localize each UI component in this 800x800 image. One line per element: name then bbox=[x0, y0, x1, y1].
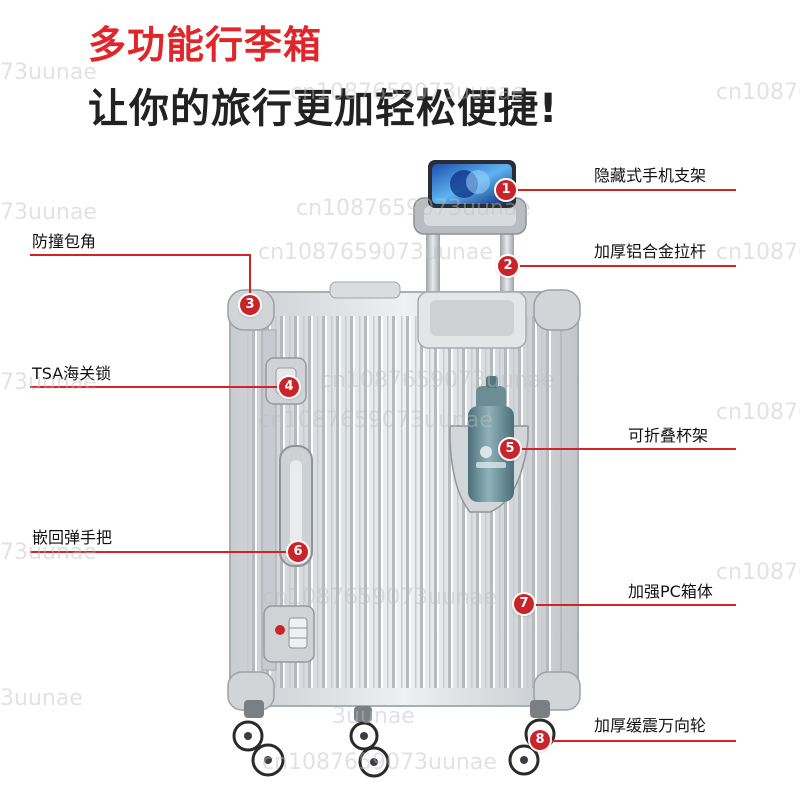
feature-label-4: TSA海关锁 bbox=[32, 364, 112, 383]
feature-label-5: 可折叠杯架 bbox=[628, 426, 709, 445]
callout-line-5 bbox=[520, 448, 736, 450]
callout-line-2 bbox=[518, 265, 736, 267]
feature-badge-3: 3 bbox=[240, 295, 260, 315]
feature-label-6: 嵌回弹手把 bbox=[32, 528, 113, 547]
feature-badge-5: 5 bbox=[500, 439, 520, 459]
feature-badge-7: 7 bbox=[514, 594, 534, 614]
callout-line-6 bbox=[30, 551, 298, 553]
callout-line-8 bbox=[545, 740, 736, 742]
feature-badge-8: 8 bbox=[530, 730, 550, 750]
headline-title: 多功能行李箱 bbox=[88, 23, 323, 67]
feature-label-8: 加厚缓震万向轮 bbox=[594, 716, 707, 735]
feature-badge-6: 6 bbox=[288, 542, 308, 562]
feature-label-7: 加强PC箱体 bbox=[628, 582, 713, 601]
callout-line-3 bbox=[30, 254, 251, 256]
feature-label-1: 隐藏式手机支架 bbox=[594, 166, 707, 185]
feature-label-2: 加厚铝合金拉杆 bbox=[594, 242, 707, 261]
feature-badge-4: 4 bbox=[279, 377, 299, 397]
feature-label-3: 防撞包角 bbox=[32, 232, 97, 251]
feature-badge-1: 1 bbox=[496, 180, 516, 200]
callout-line-3-vertical bbox=[249, 254, 251, 295]
feature-badge-2: 2 bbox=[498, 256, 518, 276]
callout-line-1 bbox=[516, 189, 736, 191]
callout-line-4 bbox=[30, 386, 288, 388]
callout-line-7 bbox=[530, 604, 736, 606]
headline-subtitle: 让你的旅行更加轻松便捷! bbox=[88, 86, 559, 132]
